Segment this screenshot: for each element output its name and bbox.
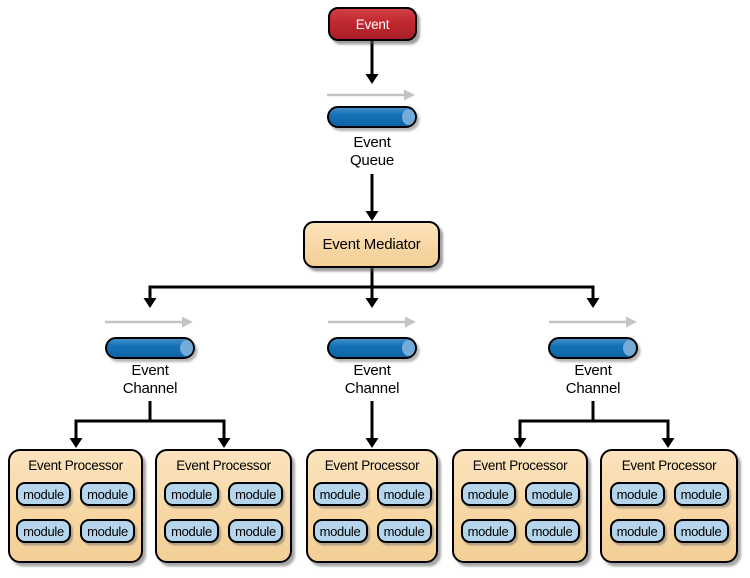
- module-grid: module module module module: [16, 482, 135, 543]
- module-pill: module: [609, 482, 665, 506]
- module-label: module: [383, 523, 425, 539]
- event-channel-pipe: [105, 337, 195, 359]
- module-pill: module: [673, 482, 729, 506]
- module-pill: module: [376, 482, 432, 506]
- module-pill: module: [524, 482, 580, 506]
- module-label: module: [87, 523, 128, 539]
- module-label: module: [680, 486, 722, 502]
- module-pill: module: [460, 519, 516, 543]
- arrow-event-to-queue: [365, 41, 379, 84]
- mediator-branch-line: [150, 268, 593, 289]
- module-label: module: [616, 523, 658, 539]
- module-pill: module: [80, 482, 135, 506]
- event-node-label: Event: [355, 16, 390, 32]
- event-channel-label: Event Channel: [565, 362, 621, 397]
- module-pill: module: [312, 519, 368, 543]
- module-pill: module: [228, 519, 283, 543]
- module-grid: module module module module: [164, 482, 283, 543]
- module-label: module: [87, 486, 128, 502]
- module-label: module: [467, 523, 509, 539]
- event-mediator-label: Event Mediator: [322, 236, 421, 253]
- module-label: module: [23, 523, 64, 539]
- module-pill: module: [673, 519, 729, 543]
- module-label: module: [171, 486, 212, 502]
- event-processor-title: Event Processor: [324, 458, 420, 473]
- event-processor-title: Event Processor: [176, 458, 271, 473]
- channel1-branch-line: [69, 401, 231, 448]
- module-grid: module module module module: [312, 482, 432, 543]
- arrow-branch-to-channel-3: [586, 285, 600, 308]
- module-label: module: [383, 486, 425, 502]
- module-pill: module: [460, 482, 516, 506]
- event-processor-title: Event Processor: [472, 458, 568, 473]
- event-channel-pipe: [548, 337, 638, 359]
- module-pill: module: [228, 482, 283, 506]
- module-label: module: [319, 486, 361, 502]
- event-processor-card: Event Processor module module module mod…: [452, 449, 588, 563]
- module-pill: module: [16, 482, 71, 506]
- event-channel-label: Event Channel: [344, 362, 400, 397]
- arrow-channel2-to-processor: [365, 401, 379, 448]
- module-pill: module: [312, 482, 368, 506]
- module-label: module: [531, 486, 573, 502]
- module-label: module: [235, 486, 276, 502]
- event-processor-card: Event Processor module module module mod…: [600, 449, 738, 563]
- arrow-branch-to-channel-1: [143, 285, 157, 308]
- module-pill: module: [80, 519, 135, 543]
- module-pill: module: [609, 519, 665, 543]
- event-node: Event: [328, 7, 417, 41]
- event-processor-card: Event Processor module module module mod…: [8, 449, 143, 563]
- event-channel-label: Event Channel: [122, 362, 178, 397]
- module-pill: module: [16, 519, 71, 543]
- event-mediator-node: Event Mediator: [303, 221, 440, 268]
- flow-arrow-icon: [328, 316, 416, 328]
- event-processor-title: Event Processor: [621, 458, 717, 473]
- module-label: module: [235, 523, 276, 539]
- flow-arrow-icon: [105, 316, 193, 328]
- module-label: module: [467, 486, 509, 502]
- module-label: module: [319, 523, 361, 539]
- flow-arrow-icon: [327, 89, 415, 101]
- module-grid: module module module module: [460, 482, 580, 543]
- event-queue-pipe: [327, 106, 417, 128]
- channel3-branch-line: [513, 401, 675, 448]
- module-pill: module: [376, 519, 432, 543]
- module-label: module: [531, 523, 573, 539]
- event-processor-title: Event Processor: [28, 458, 123, 473]
- module-grid: module module module module: [609, 482, 729, 543]
- arrow-branch-to-channel-2: [365, 285, 379, 308]
- module-pill: module: [164, 482, 219, 506]
- module-label: module: [680, 523, 722, 539]
- arrow-queue-to-mediator: [365, 174, 379, 221]
- module-label: module: [23, 486, 64, 502]
- module-label: module: [171, 523, 212, 539]
- module-pill: module: [164, 519, 219, 543]
- event-channel-pipe: [327, 337, 417, 359]
- module-pill: module: [524, 519, 580, 543]
- flow-arrow-icon: [549, 316, 637, 328]
- event-processor-card: Event Processor module module module mod…: [306, 449, 438, 563]
- event-queue-label: Event Queue: [349, 134, 395, 169]
- module-label: module: [616, 486, 658, 502]
- event-processor-card: Event Processor module module module mod…: [155, 449, 292, 563]
